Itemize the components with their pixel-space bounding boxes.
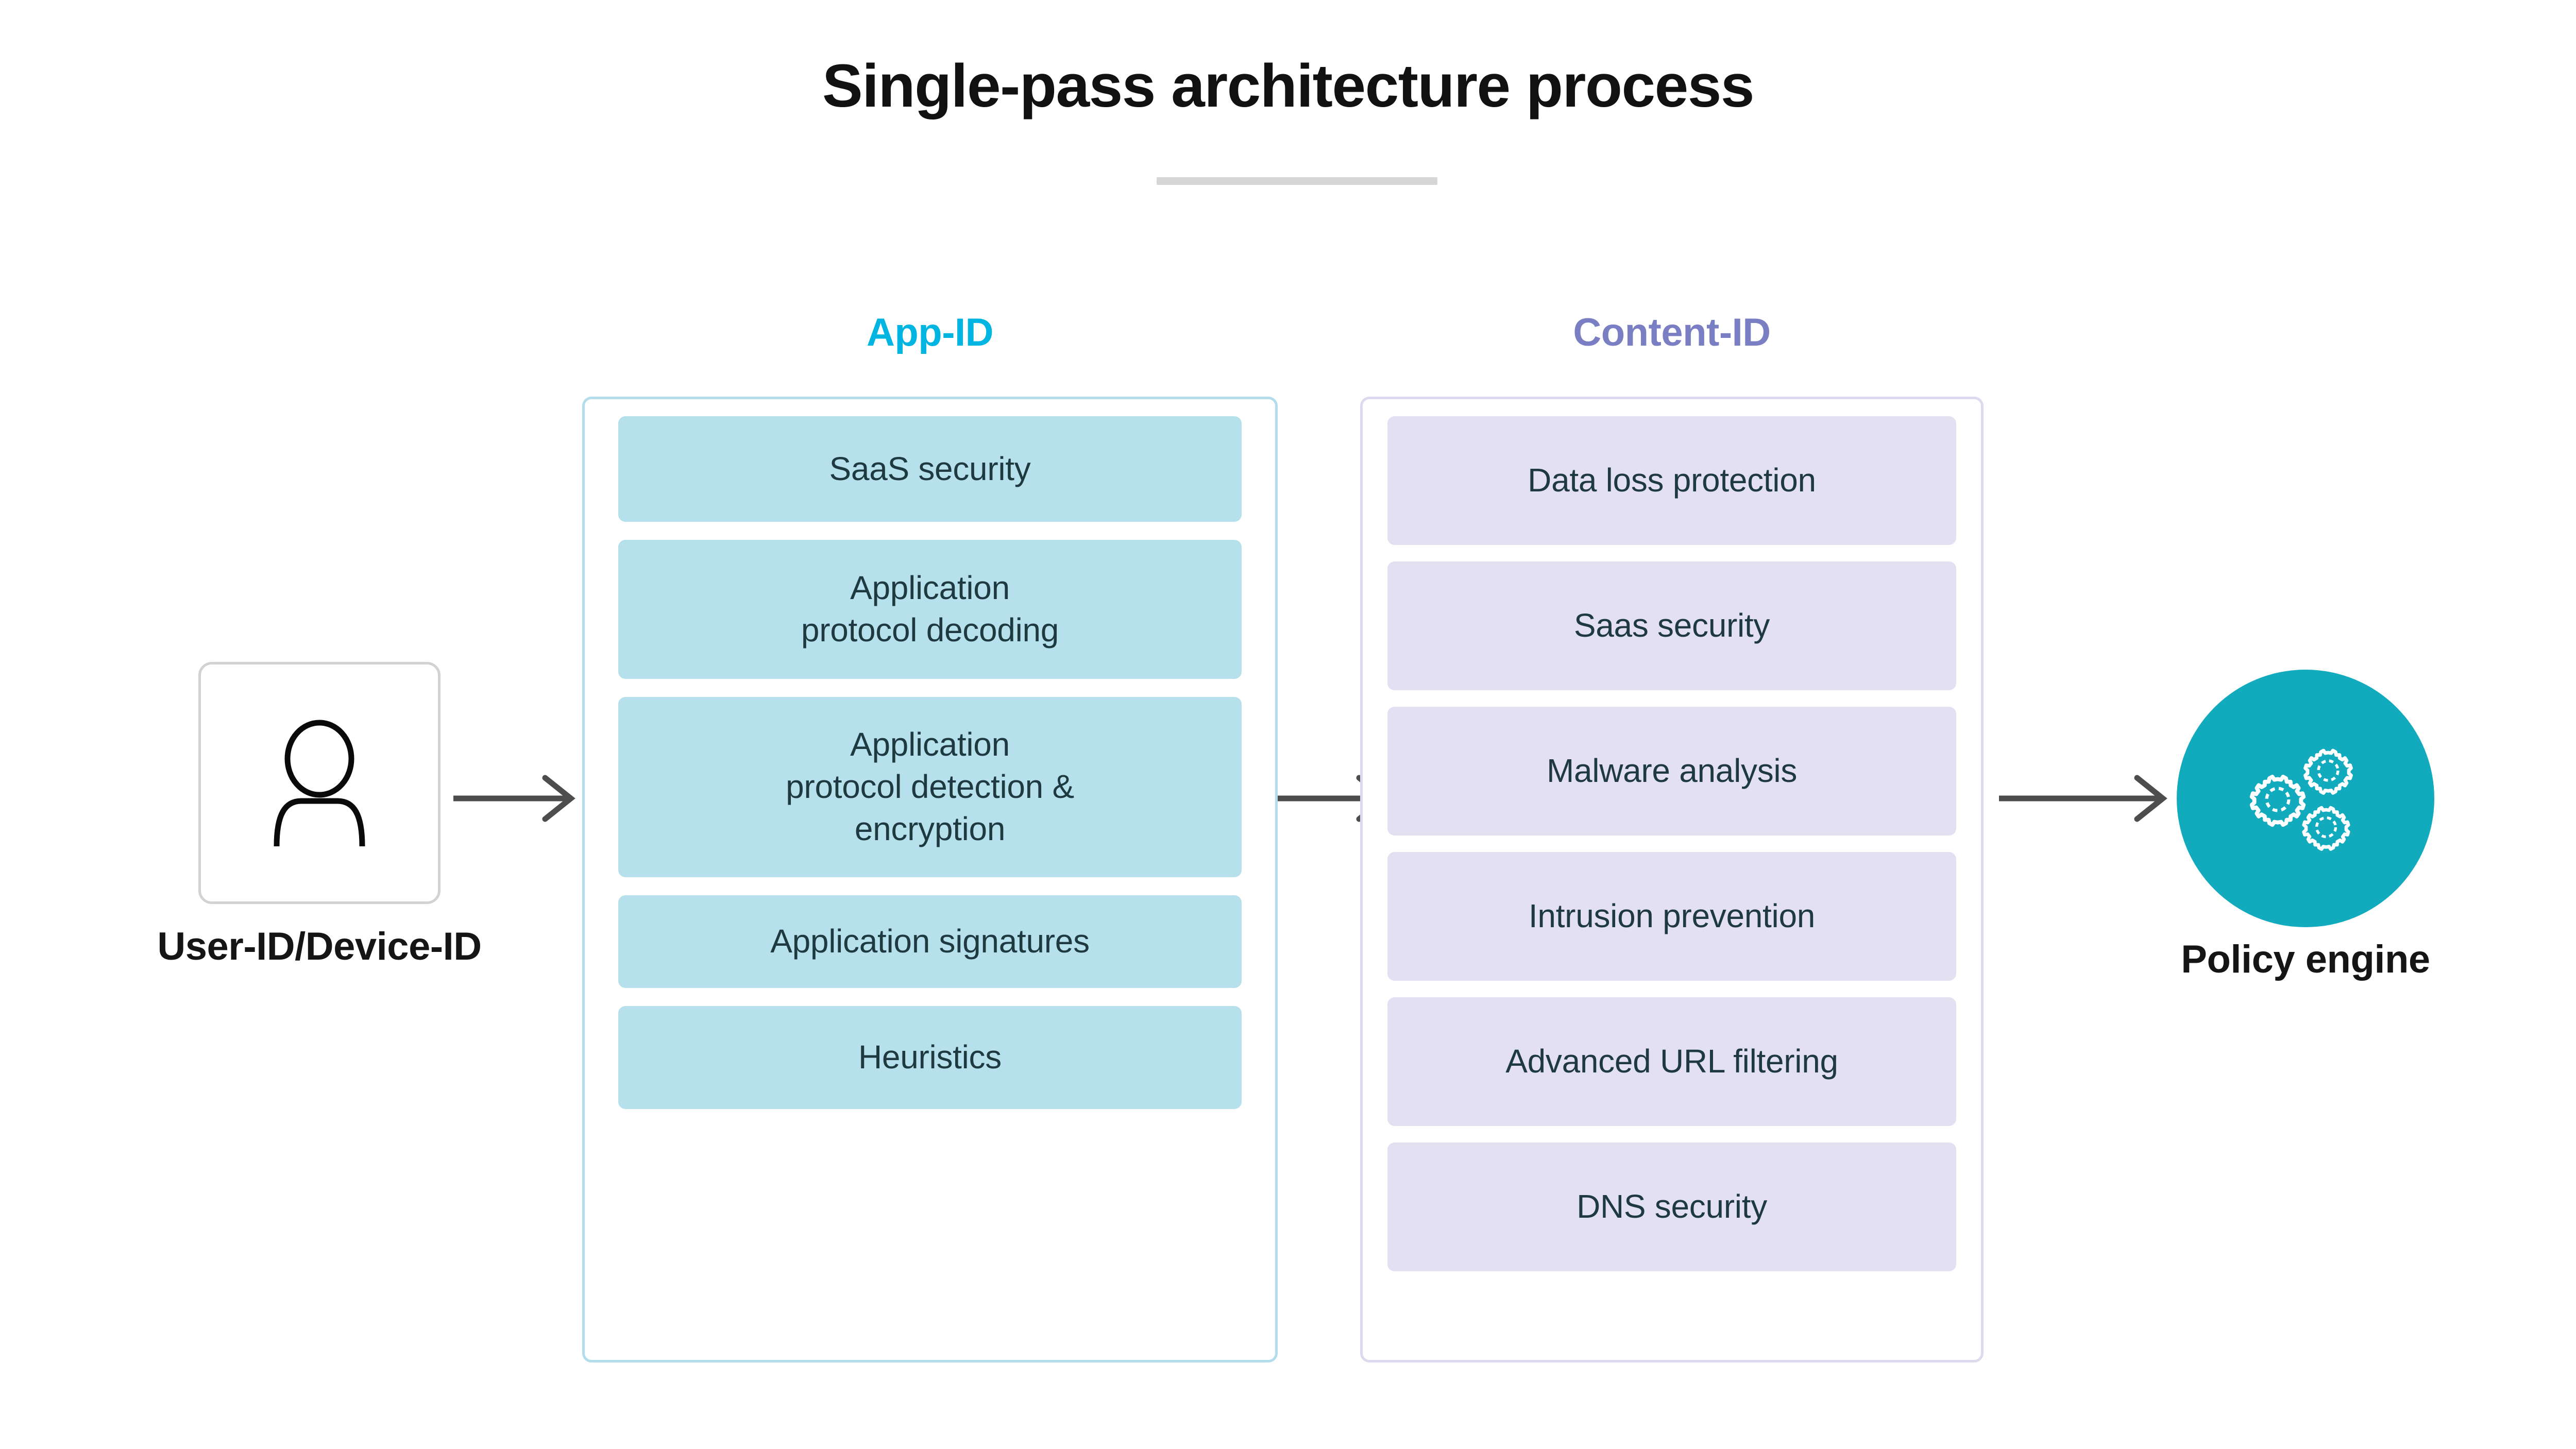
column-heading-content-id: Content-ID — [1573, 311, 1771, 354]
step-malware-analysis[interactable]: Malware analysis — [1387, 707, 1956, 836]
app-id-column: SaaS security Application protocol decod… — [582, 397, 1278, 1362]
step-heuristics[interactable]: Heuristics — [618, 1006, 1242, 1109]
step-application-signatures[interactable]: Application signatures — [618, 895, 1242, 988]
step-line-2: protocol detection & — [786, 768, 1074, 806]
step-line-1: Application — [850, 726, 1010, 763]
gears-cogs-icon — [2228, 721, 2383, 876]
arrow-user-to-appid — [453, 768, 582, 829]
policy-engine-node — [2177, 670, 2434, 927]
step-intrusion-prevention[interactable]: Intrusion prevention — [1387, 852, 1956, 981]
step-dns-security[interactable]: DNS security — [1387, 1143, 1956, 1271]
step-advanced-url-filtering[interactable]: Advanced URL filtering — [1387, 997, 1956, 1126]
policy-engine-label: Policy engine — [2181, 937, 2430, 981]
step-saas-security[interactable]: Saas security — [1387, 561, 1956, 690]
title-divider — [1157, 177, 1437, 185]
user-device-label: User-ID/Device-ID — [157, 925, 482, 968]
user-device-node — [198, 662, 440, 904]
step-line-2: protocol decoding — [801, 611, 1059, 649]
step-saas-security[interactable]: SaaS security — [618, 416, 1242, 522]
step-data-loss-protection[interactable]: Data loss protection — [1387, 416, 1956, 545]
user-person-icon — [274, 720, 365, 847]
step-application-protocol-decoding[interactable]: Application protocol decoding — [618, 540, 1242, 679]
content-id-column: Data loss protection Saas security Malwa… — [1360, 397, 1984, 1362]
step-line-3: encryption — [854, 810, 1006, 847]
column-heading-app-id: App-ID — [866, 311, 994, 354]
page-title: Single-pass architecture process — [822, 52, 1754, 120]
arrow-contentid-to-policy — [1999, 768, 2174, 829]
step-application-protocol-detection-encryption[interactable]: Application protocol detection & encrypt… — [618, 697, 1242, 877]
step-line-1: Application — [850, 569, 1010, 607]
